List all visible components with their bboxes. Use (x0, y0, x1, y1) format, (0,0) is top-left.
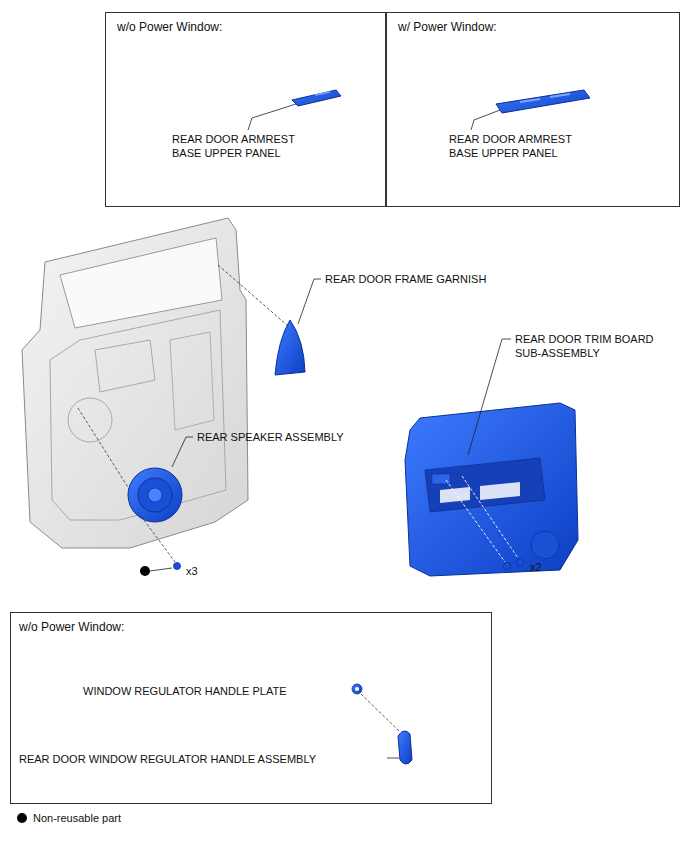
part-name: REAR SPEAKER ASSEMBLY (197, 430, 344, 444)
variant-heading: w/o Power Window: (19, 620, 124, 636)
option-panel: w/o Power Window: WINDOW REGULATOR HANDLE… (10, 612, 492, 804)
part-name: REAR DOOR TRIM BOARD SUB-ASSEMBLY (515, 332, 675, 361)
quantity-mark: x3 (186, 564, 198, 578)
option-panel: w/o Power Window: REAR DOOR ARMREST BASE … (105, 12, 386, 207)
quantity-mark: x2 (530, 560, 542, 574)
variant-heading: w/ Power Window: (398, 20, 497, 36)
armrest-panel-small (248, 90, 341, 130)
part-name: REAR DOOR FRAME GARNISH (325, 272, 486, 286)
trim-board (405, 339, 578, 576)
option-panel: w/ Power Window: REAR DOOR ARMREST BASE U… (386, 12, 680, 207)
legend-text: Non-reusable part (33, 811, 121, 825)
frame-garnish (218, 265, 321, 375)
legend-dot (17, 813, 27, 823)
variant-heading: w/o Power Window: (117, 20, 222, 36)
speaker (78, 408, 193, 576)
regulator-handle (352, 684, 412, 764)
rear-door-panel (22, 218, 248, 548)
part-name: WINDOW REGULATOR HANDLE PLATE (83, 684, 287, 698)
part-name: REAR DOOR ARMREST BASE UPPER PANEL (172, 132, 312, 161)
armrest-panel-large (471, 90, 590, 130)
part-name: REAR DOOR WINDOW REGULATOR HANDLE ASSEMB… (19, 752, 316, 766)
part-name: REAR DOOR ARMREST BASE UPPER PANEL (449, 132, 589, 161)
